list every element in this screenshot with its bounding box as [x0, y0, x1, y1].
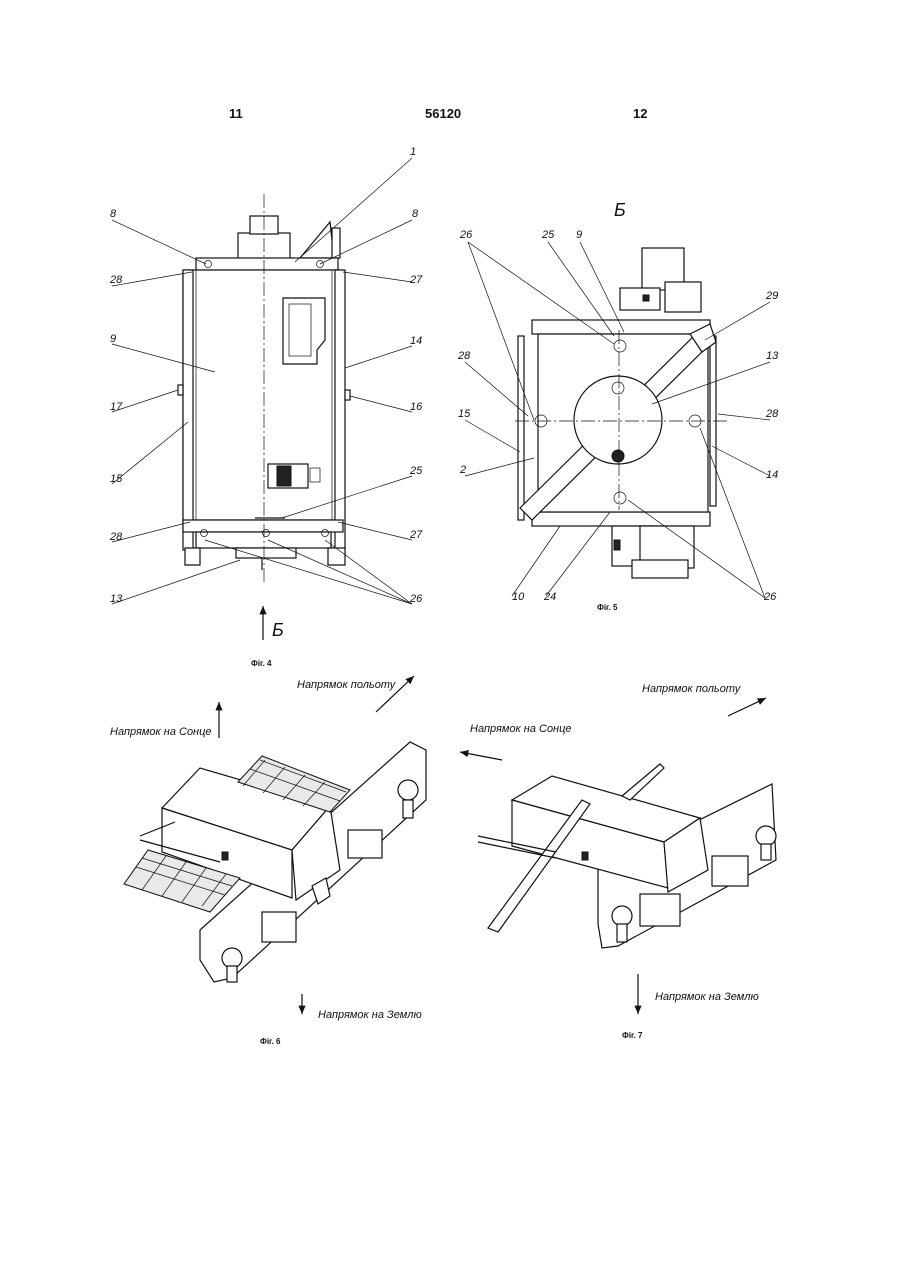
fig5-label-13: 13 [766, 350, 779, 362]
figure-7 [460, 698, 776, 1014]
fig5-label-25: 25 [541, 229, 555, 241]
fig4-label-15: 15 [110, 473, 123, 485]
fig4-label-25: 25 [409, 465, 423, 477]
fig6-direction-flight: Напрямок польоту [297, 679, 397, 691]
fig4-view-letter: Б [272, 620, 284, 640]
fig5-label-29: 29 [765, 290, 778, 302]
module-box-left [640, 894, 680, 926]
fig5-label-26-bottom: 26 [763, 591, 777, 603]
rail-right [335, 270, 345, 550]
fig5-label-28-left: 28 [457, 350, 471, 362]
fig5-label-9: 9 [576, 229, 582, 241]
fig6-direction-sun: Напрямок на Сонце [110, 726, 212, 738]
fig5-label-15: 15 [458, 408, 471, 420]
fig5-caption: Фіг. 5 [597, 603, 618, 612]
fig4-label-1: 1 [410, 146, 416, 158]
module-box-right [348, 830, 382, 858]
fig4-label-9: 9 [110, 333, 116, 345]
figure-4 [112, 158, 412, 640]
fig4-label-8-right: 8 [412, 208, 419, 220]
fig4-label-8-left: 8 [110, 208, 117, 220]
fig4-label-16: 16 [410, 401, 423, 413]
fig7-direction-flight: Напрямок польоту [642, 683, 742, 695]
fig5-label-28-right: 28 [765, 408, 779, 420]
fig4-label-28-top: 28 [109, 274, 123, 286]
fig7-direction-earth: Напрямок на Землю [655, 991, 759, 1003]
frame-bottom [532, 512, 710, 526]
frame-top [532, 320, 710, 334]
fig6-direction-earth: Напрямок на Землю [318, 1009, 422, 1021]
fig5-label-24: 24 [543, 591, 556, 603]
figure-5 [465, 242, 770, 598]
fig5-view-letter: Б [614, 200, 626, 220]
fig5-label-2: 2 [459, 464, 466, 476]
thruster-right [756, 826, 776, 846]
module-box-right [712, 856, 748, 886]
fig4-label-27-bottom: 27 [409, 529, 423, 541]
fig4-label-13: 13 [110, 593, 123, 605]
fig5-label-10: 10 [512, 591, 525, 603]
blade-panel-top [622, 764, 664, 800]
rail-left [183, 270, 193, 550]
fig4-label-26: 26 [409, 593, 423, 605]
fig4-label-17: 17 [110, 401, 123, 413]
thruster-left [612, 906, 632, 926]
module-box-left [262, 912, 296, 942]
fig4-caption: Фіг. 4 [251, 659, 272, 668]
thruster-right [398, 780, 418, 800]
fig7-caption: Фіг. 7 [622, 1031, 643, 1040]
thruster-left [222, 948, 242, 968]
fig4-label-27-top: 27 [409, 274, 423, 286]
fig4-label-28-bottom: 28 [109, 531, 123, 543]
fig4-label-14: 14 [410, 335, 422, 347]
fig5-label-26-top: 26 [459, 229, 473, 241]
fig6-caption: Фіг. 6 [260, 1037, 281, 1046]
fig7-direction-sun: Напрямок на Сонце [470, 723, 572, 735]
fig5-label-14: 14 [766, 469, 778, 481]
